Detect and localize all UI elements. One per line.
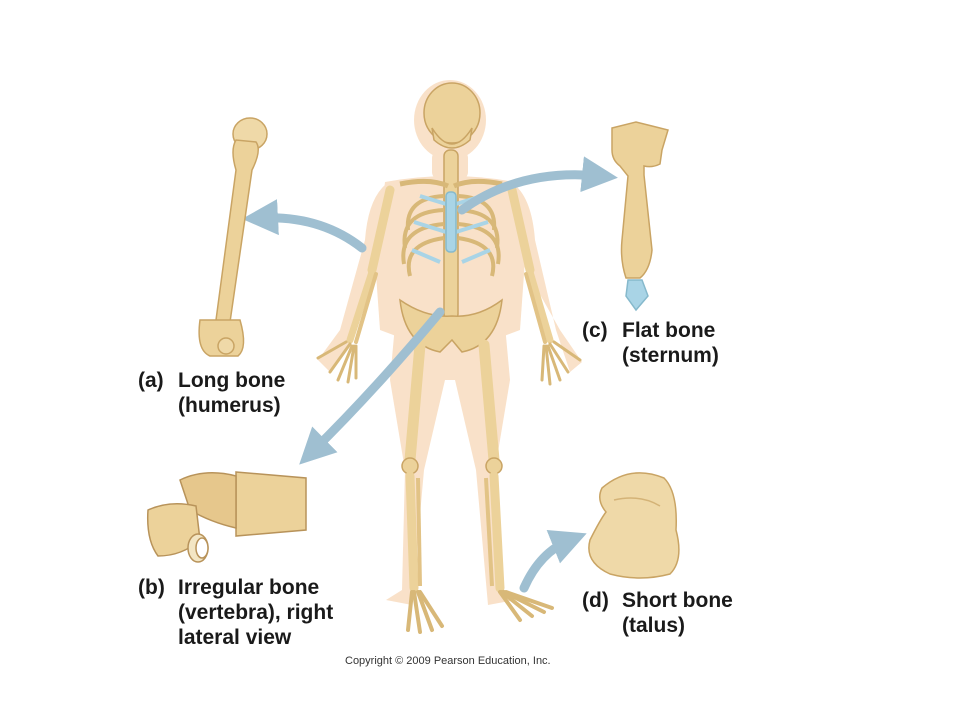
label-b-line2: (vertebra), right bbox=[178, 601, 334, 624]
human-skeleton-figure bbox=[316, 80, 582, 634]
label-c: (c) Flat bone (sternum) bbox=[582, 318, 719, 368]
arrow-to-flat-bone bbox=[457, 156, 618, 215]
hand-right bbox=[540, 340, 582, 386]
label-b: (b) Irregular bone (vertebra), right late… bbox=[138, 575, 333, 650]
costal-cartilage bbox=[411, 194, 491, 264]
label-b-line3: lateral view bbox=[178, 626, 292, 649]
label-c-line1: Flat bone bbox=[622, 319, 716, 342]
foot-left bbox=[406, 590, 444, 634]
label-a: (a) Long bone (humerus) bbox=[138, 368, 285, 418]
label-d: (d) Short bone (talus) bbox=[582, 588, 733, 638]
hand-left bbox=[316, 340, 358, 384]
talus-illustration bbox=[588, 472, 680, 579]
humerus-illustration bbox=[198, 117, 268, 357]
femur-right bbox=[478, 339, 500, 466]
label-d-line2: (talus) bbox=[622, 614, 685, 637]
label-c-tag: (c) bbox=[582, 319, 608, 342]
arrows bbox=[242, 156, 618, 593]
sternum-illustration bbox=[611, 121, 669, 312]
humerus-right bbox=[507, 185, 535, 275]
arrow-to-irregular-bone bbox=[299, 307, 445, 465]
vertebra-illustration bbox=[146, 471, 307, 563]
label-d-line1: Short bone bbox=[622, 589, 733, 612]
label-a-tag: (a) bbox=[138, 369, 164, 392]
label-a-line1: Long bone bbox=[178, 369, 286, 392]
jaw bbox=[431, 127, 473, 149]
skeleton bbox=[316, 82, 582, 634]
label-c-line2: (sternum) bbox=[622, 344, 719, 367]
humerus-left bbox=[367, 185, 395, 275]
arrow-to-long-bone bbox=[242, 199, 367, 253]
copyright-text: Copyright © 2009 Pearson Education, Inc. bbox=[345, 655, 551, 667]
sternum-in-body bbox=[445, 191, 457, 253]
arrow-to-short-bone bbox=[519, 529, 587, 593]
skull bbox=[423, 82, 481, 144]
label-b-tag: (b) bbox=[138, 576, 165, 599]
foot-right bbox=[498, 590, 554, 622]
label-a-line2: (humerus) bbox=[178, 394, 281, 417]
label-b-line1: Irregular bone bbox=[178, 576, 320, 599]
label-d-tag: (d) bbox=[582, 589, 609, 612]
femur-left bbox=[404, 339, 426, 466]
